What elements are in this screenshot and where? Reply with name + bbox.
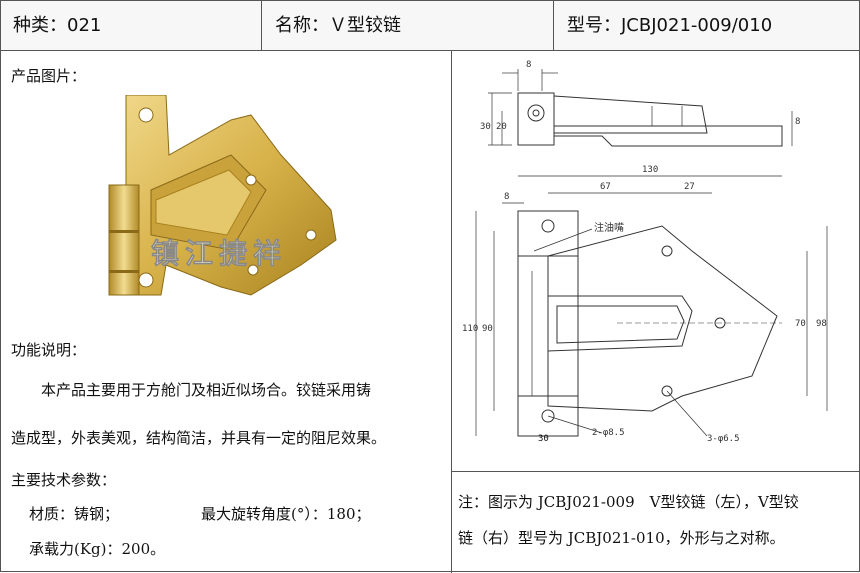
right-panel: 8 30 20 8 130 bbox=[452, 51, 859, 571]
note-line2: 链（右）型号为 JCBJ021-010，外形与之对称。 bbox=[458, 529, 785, 547]
dim-30-bottom: 30 bbox=[538, 434, 549, 444]
front-view: 110 90 70 98 注油嘴 2-φ8.5 3-φ6.5 bbox=[462, 210, 828, 444]
watermark: 镇江捷祥 bbox=[151, 237, 287, 270]
dim-8-side: 8 bbox=[795, 117, 800, 127]
mount-hole bbox=[138, 272, 154, 288]
mount-hole bbox=[138, 107, 154, 123]
dim-110: 110 bbox=[462, 324, 478, 334]
category-cell: 种类：021 bbox=[13, 15, 102, 36]
function-text-line2: 造成型，外表美观，结构简洁，并具有一定的阻尼效果。 bbox=[11, 429, 387, 447]
left-panel: 产品图片： bbox=[1, 51, 451, 571]
load-text: 承载力(Kg)：200。 bbox=[29, 540, 166, 558]
name-cell: 名称：Ｖ型铰链 bbox=[275, 15, 401, 36]
rotation-text: 最大旋转角度(°）：180； bbox=[201, 505, 371, 523]
dim-67: 67 bbox=[600, 182, 611, 192]
photo-label: 产品图片： bbox=[11, 67, 87, 85]
technical-drawing: 8 30 20 8 130 bbox=[462, 60, 828, 444]
header-row: 种类：021 名称：Ｖ型铰链 型号：JCBJ021-009/010 bbox=[1, 1, 859, 51]
column-divider bbox=[451, 51, 452, 573]
function-label: 功能说明： bbox=[11, 341, 87, 359]
dim-70: 70 bbox=[795, 319, 806, 329]
dim-130: 130 bbox=[642, 165, 658, 175]
mount-hole bbox=[305, 229, 317, 241]
header-divider bbox=[261, 1, 262, 51]
dim-98: 98 bbox=[816, 319, 827, 329]
mount-hole bbox=[245, 174, 257, 186]
hinge-knuckle bbox=[108, 184, 140, 296]
function-text-line1: 本产品主要用于方舱门及相近似场合。铰链采用铸 bbox=[41, 381, 372, 399]
hole-callout-2: 2-φ8.5 bbox=[592, 428, 625, 438]
dim-20: 20 bbox=[496, 122, 507, 132]
dim-27: 27 bbox=[684, 182, 695, 192]
params-label: 主要技术参数： bbox=[11, 471, 117, 489]
mount-hole bbox=[247, 264, 259, 276]
dim-8-top: 8 bbox=[526, 60, 531, 70]
note-divider bbox=[452, 471, 859, 472]
header-divider bbox=[553, 1, 554, 51]
model-cell: 型号：JCBJ021-009/010 bbox=[567, 15, 773, 36]
top-dims: 130 67 27 8 bbox=[502, 165, 782, 204]
oil-nozzle-label: 注油嘴 bbox=[594, 221, 624, 234]
note-line1: 注：图示为 JCBJ021-009 V型铰链（左），V型铰 bbox=[458, 493, 799, 511]
dim-90: 90 bbox=[482, 324, 493, 334]
product-photo: 镇江捷祥 bbox=[108, 95, 337, 296]
hole-callout-3: 3-φ6.5 bbox=[707, 434, 740, 444]
side-view: 8 30 20 8 bbox=[480, 60, 800, 147]
dim-30: 30 bbox=[480, 122, 491, 132]
material-text: 材质：铸钢； bbox=[29, 505, 120, 523]
dim-8-left: 8 bbox=[504, 192, 509, 202]
